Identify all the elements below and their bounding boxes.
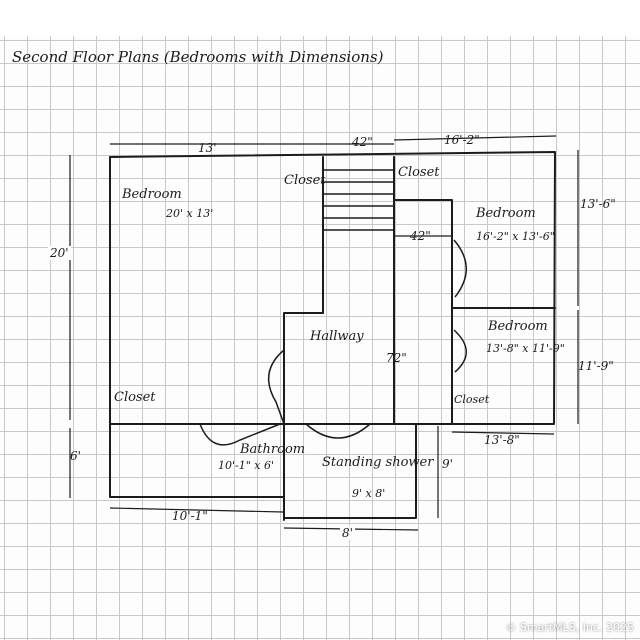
bedroom-right-top-size: 16'-2" x 13'-6" — [476, 230, 555, 243]
outer-wall — [109, 151, 556, 425]
bedroom-main-size: 20' x 13' — [166, 207, 214, 220]
bathroom-size: 10'-1" x 6' — [218, 459, 275, 472]
dim-left-tall: 20' — [48, 246, 71, 260]
door-swing-hall — [267, 349, 285, 425]
door-swing-bath — [199, 423, 281, 446]
bedroom-main-label: Bedroom — [122, 187, 182, 202]
shower-walls — [283, 423, 417, 519]
door-swing-right-top — [453, 239, 467, 298]
staircase — [323, 169, 394, 231]
dim-hall-length: 72" — [386, 351, 407, 365]
hall-jog-wall — [283, 312, 324, 521]
hallway-label: Hallway — [310, 329, 364, 344]
plan-title: Second Floor Plans (Bedrooms with Dimens… — [12, 48, 384, 66]
scan-top-margin — [0, 0, 640, 36]
door-swings — [199, 239, 467, 446]
dim-bottom-mid: 8' — [340, 526, 355, 540]
shower-label: Standing shower — [322, 455, 434, 470]
dim-top-right: 16'-2" — [444, 133, 480, 147]
watermark: © SmartMLS, Inc. 2025 — [505, 621, 634, 634]
closet-right-label: Closet — [454, 393, 490, 406]
shower-size: 9' x 8' — [352, 487, 386, 500]
dim-top-left: 13' — [198, 141, 217, 155]
dim-right-bottom: 11'-9" — [578, 359, 614, 373]
door-swing-right-mid — [453, 329, 467, 373]
closet-top-right-label: Closet — [398, 165, 440, 180]
left-wall — [109, 156, 284, 498]
dim-stair-width: 42" — [410, 229, 431, 243]
dim-right-top: 13'-6" — [580, 197, 616, 211]
dim-left-short: 6' — [70, 449, 81, 463]
door-swing-shower — [305, 423, 371, 439]
bathroom-label: Bathroom — [240, 442, 306, 457]
dimension-lines — [69, 135, 579, 531]
dim-bottom-left: 10'-1" — [172, 509, 208, 523]
bedroom-right-mid-label: Bedroom — [488, 319, 548, 334]
dim-bottom-right: 13'-8" — [484, 433, 520, 447]
right-bedroom-left-wall — [393, 199, 453, 425]
dim-top-mid: 42" — [352, 135, 373, 149]
closet-left-label: Closet — [114, 390, 156, 405]
dim-shower-height: 9' — [442, 457, 453, 471]
bedroom-right-top-label: Bedroom — [476, 206, 536, 221]
bedroom-right-mid-size: 13'-8" x 11'-9" — [486, 342, 565, 355]
closet-top-left-label: Closet — [284, 173, 326, 188]
